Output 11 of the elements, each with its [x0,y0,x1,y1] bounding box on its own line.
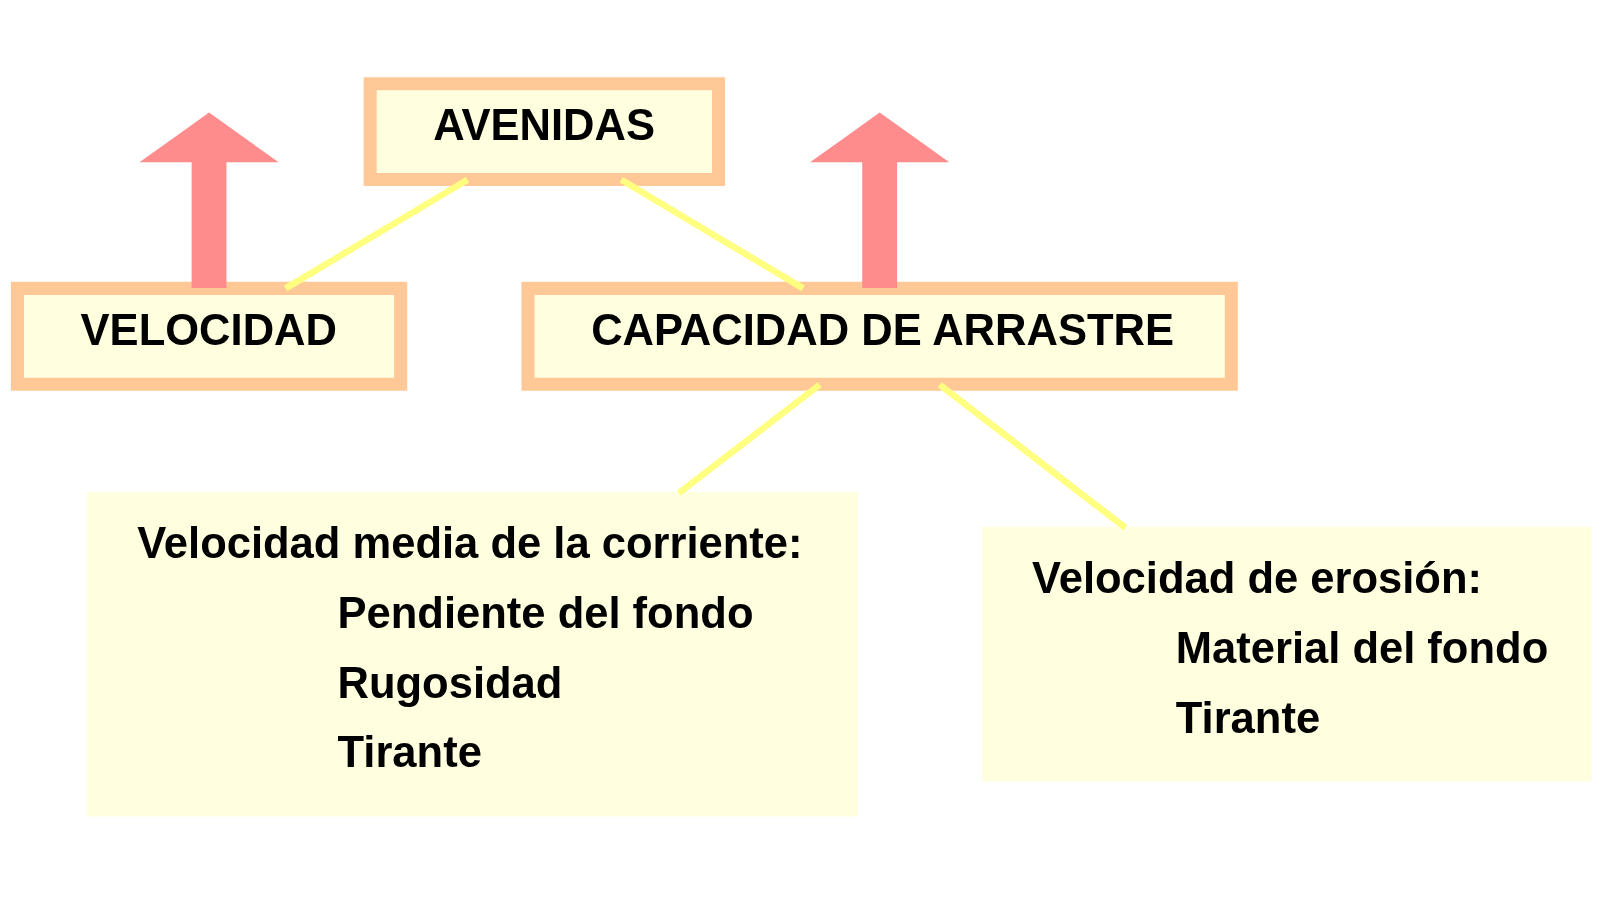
connector [676,381,822,496]
node-box: CAPACIDAD DE ARRASTRE [521,281,1238,391]
connector [937,381,1128,530]
node-box: Velocidad media de la corriente: Pendiente del fondo Rugosidad Tirante [87,491,858,816]
node-box: Velocidad de erosión: Material del fondo Tirante [982,526,1592,782]
arrow [139,112,279,288]
connector [283,176,470,291]
node-box: AVENIDAS [363,76,726,186]
connector [619,176,805,291]
node-box: VELOCIDAD [10,281,408,391]
arrow [810,112,950,288]
